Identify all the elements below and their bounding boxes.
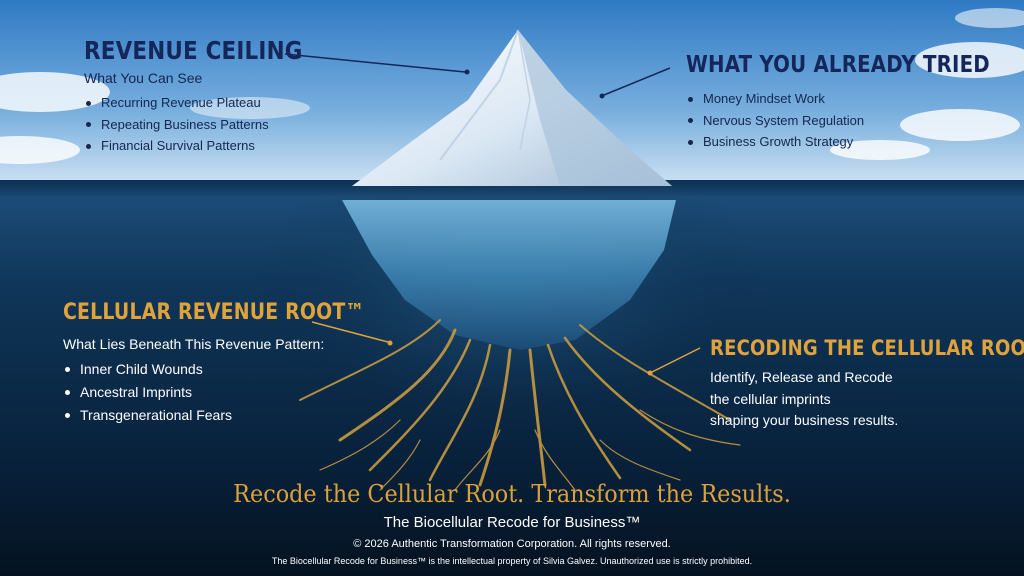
recoding-line: shaping your business results.: [710, 412, 899, 428]
revenue-ceiling-list: Recurring Revenue Plateau Repeating Busi…: [84, 92, 338, 157]
recoding-heading: RECODING THE CELLULAR ROOT: [710, 336, 1024, 360]
product-name: The Biocellular Recode for Business™: [383, 514, 641, 531]
revenue-ceiling-block: REVENUE CEILING What You Can See Recurri…: [84, 36, 338, 157]
ip-notice: The Biocellular Recode for Business™ is …: [271, 556, 753, 566]
list-item: Nervous System Regulation: [686, 110, 1024, 132]
cellular-root-block: CELLULAR REVENUE ROOT™ What Lies Beneath…: [63, 300, 414, 427]
list-item: Business Growth Strategy: [686, 131, 1024, 153]
recoding-line: Identify, Release and Recode: [710, 369, 893, 385]
iceberg-underwater: [342, 200, 676, 350]
callout-lines: [284, 53, 701, 376]
already-tried-list: Money Mindset Work Nervous System Regula…: [686, 88, 1024, 153]
revenue-ceiling-heading: REVENUE CEILING: [84, 36, 303, 65]
cellular-root-subheading: What Lies Beneath This Revenue Pattern:: [63, 336, 325, 352]
list-item: Financial Survival Patterns: [84, 135, 338, 157]
tagline: Recode the Cellular Root. Transform the …: [233, 480, 791, 508]
list-item: Money Mindset Work: [686, 88, 1024, 110]
already-tried-heading: WHAT YOU ALREADY TRIED: [686, 52, 990, 78]
copyright-notice: © 2026 Authentic Transformation Corporat…: [353, 538, 671, 550]
cellular-root-heading: CELLULAR REVENUE ROOT™: [63, 300, 365, 325]
tree-roots: [299, 319, 741, 491]
list-item: Repeating Business Patterns: [84, 114, 338, 136]
revenue-ceiling-subheading: What You Can See: [84, 70, 203, 86]
clouds: [0, 8, 1024, 164]
recoding-description: Identify, Release and Recode the cellula…: [710, 367, 1024, 432]
list-item: Inner Child Wounds: [63, 358, 414, 381]
recoding-line: the cellular imprints: [710, 390, 831, 407]
list-item: Recurring Revenue Plateau: [84, 92, 338, 114]
list-item: Transgenerational Fears: [63, 404, 414, 427]
iceberg-peak: [352, 29, 672, 186]
recoding-block: RECODING THE CELLULAR ROOT Identify, Rel…: [710, 336, 1024, 432]
cellular-root-list: Inner Child Wounds Ancestral Imprints Tr…: [63, 358, 414, 427]
already-tried-block: WHAT YOU ALREADY TRIED Money Mindset Wor…: [686, 52, 1024, 153]
ocean-surface: [0, 180, 1024, 198]
list-item: Ancestral Imprints: [63, 381, 414, 404]
